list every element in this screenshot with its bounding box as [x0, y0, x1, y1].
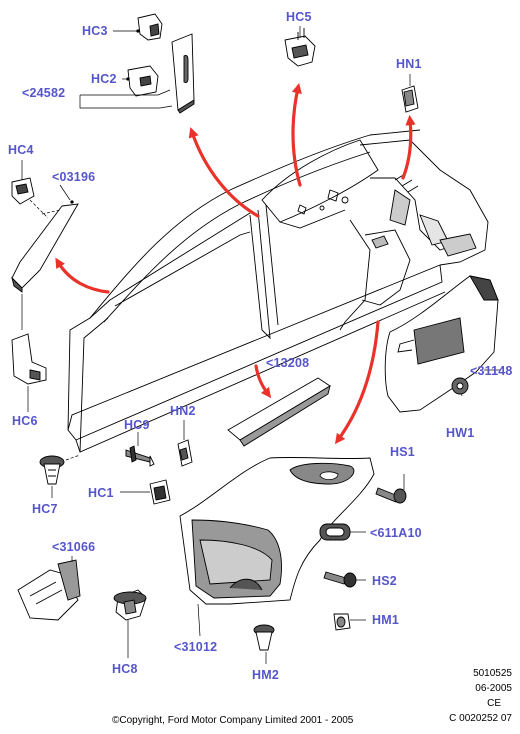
callout-hc8[interactable]: HC8: [112, 662, 138, 676]
fastener-hc8[interactable]: [113, 589, 147, 621]
callout-hc4[interactable]: HC4: [8, 143, 34, 157]
clip-hc1[interactable]: [149, 479, 171, 505]
screw-hs1[interactable]: [375, 487, 407, 504]
grommet-611a10[interactable]: [319, 523, 351, 541]
callout-611a10[interactable]: <611A10: [370, 526, 422, 540]
callout-hn1[interactable]: HN1: [396, 57, 422, 71]
illustration-code: 5010525: [473, 668, 512, 679]
callout-31148[interactable]: <31148: [470, 364, 513, 378]
arrow-to-hc5: [291, 83, 302, 187]
copyright-notice: ©Copyright, Ford Motor Company Limited 2…: [112, 715, 354, 726]
callout-hm2[interactable]: HM2: [252, 668, 279, 682]
leaders-top-left: [79, 29, 173, 109]
callout-hc2[interactable]: HC2: [91, 72, 117, 86]
arrow-to-03196: [55, 257, 110, 294]
clip-hc5[interactable]: [284, 28, 316, 67]
clip-hc4[interactable]: [11, 177, 35, 205]
callout-hc6[interactable]: HC6: [12, 414, 38, 428]
callout-03196[interactable]: <03196: [52, 170, 96, 184]
illustration-date: 06-2005: [475, 683, 512, 694]
callout-hc3[interactable]: HC3: [82, 24, 108, 38]
callout-hw1[interactable]: HW1: [446, 426, 475, 440]
arrow-to-13208: [254, 364, 272, 399]
callout-31066[interactable]: <31066: [52, 540, 96, 554]
callout-13208[interactable]: <13208: [266, 356, 310, 370]
callout-hm1[interactable]: HM1: [372, 613, 399, 627]
bracket-31066[interactable]: [17, 559, 81, 621]
pillar-trim-24582[interactable]: [171, 33, 195, 114]
illustration-region: CE: [487, 698, 501, 709]
quarter-trim-31012[interactable]: [179, 456, 375, 605]
arrow-to-31012: [334, 320, 380, 445]
rear-trim-panel-31148[interactable]: [384, 275, 499, 413]
clip-hc2[interactable]: [127, 65, 159, 97]
nut-hn2[interactable]: [177, 439, 193, 467]
illustration-ref: C 0020252 07: [449, 713, 512, 724]
callout-31012[interactable]: <31012: [174, 640, 218, 654]
stud-hc9[interactable]: [125, 445, 155, 467]
callout-hc9[interactable]: HC9: [124, 418, 150, 432]
callout-hc5[interactable]: HC5: [286, 10, 312, 24]
callout-hs2[interactable]: HS2: [372, 574, 397, 588]
clip-hc3[interactable]: [137, 13, 163, 41]
nut-hn1[interactable]: [401, 85, 419, 113]
fastener-hm2[interactable]: [253, 624, 275, 651]
pillar-trim-03196[interactable]: [11, 203, 79, 293]
screw-hs2[interactable]: [323, 571, 357, 588]
bracket-hc6[interactable]: [11, 333, 47, 385]
callout-hn2[interactable]: HN2: [170, 404, 196, 418]
callout-24582[interactable]: <24582: [22, 86, 66, 100]
nut-hm1[interactable]: [333, 613, 351, 631]
callout-hs1[interactable]: HS1: [390, 445, 415, 459]
washer-hw1[interactable]: [451, 377, 469, 395]
body-side-shell: [67, 129, 489, 453]
arrow-to-24582: [188, 127, 260, 218]
leaders-left: [21, 160, 74, 330]
callout-hc1[interactable]: HC1: [88, 486, 114, 500]
callout-hc7[interactable]: HC7: [32, 502, 58, 516]
arrow-to-hn1: [401, 114, 416, 180]
sill-trim-13208[interactable]: [227, 377, 331, 447]
fastener-hc7[interactable]: [39, 455, 65, 485]
